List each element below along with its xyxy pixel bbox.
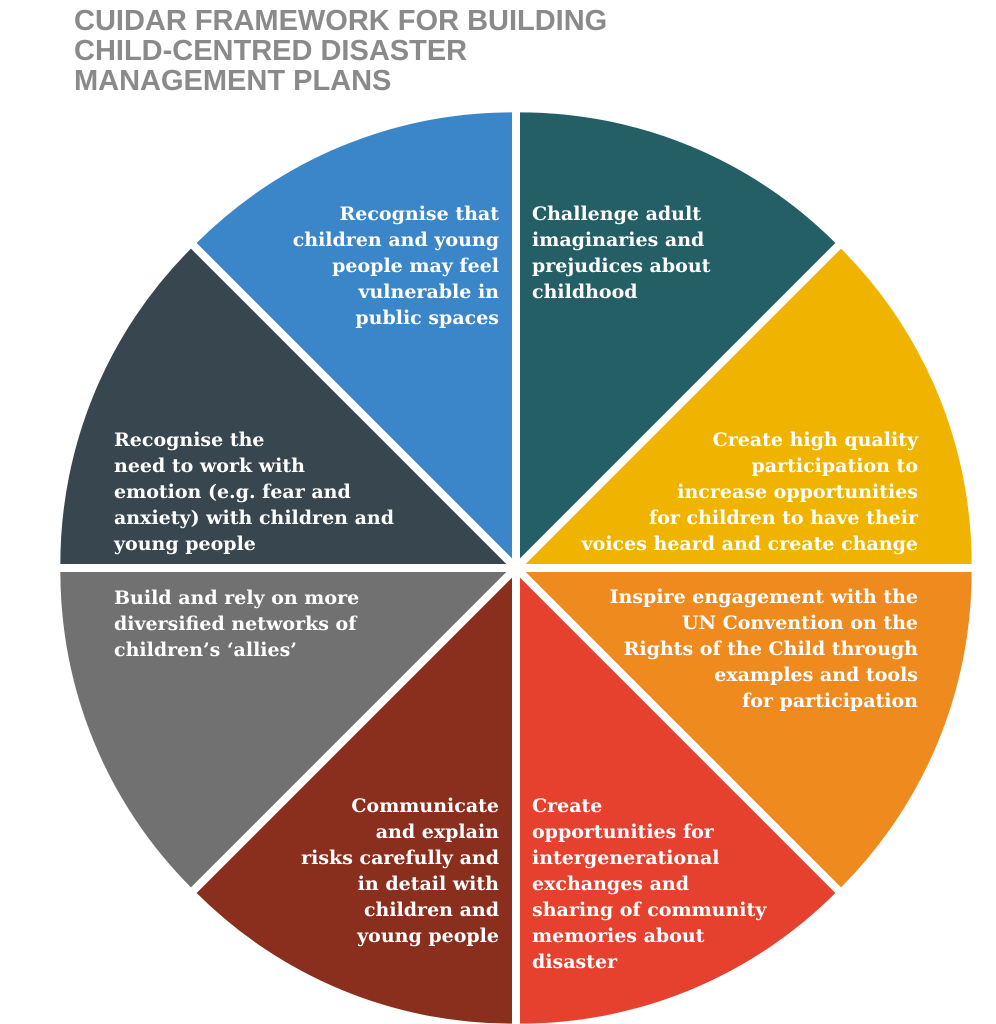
wheel-slice-create-high-quality-participation bbox=[525, 248, 972, 564]
wheel-label-line: Recognise that bbox=[339, 203, 499, 225]
wheel-label-line: Inspire engagement with the bbox=[610, 586, 918, 608]
wheel-label-line: vulnerable in bbox=[357, 281, 499, 303]
wheel-label-line: childhood bbox=[532, 281, 638, 303]
wheel-label-feel-vulnerable-in-public-spaces: Recognise that children and young people m… bbox=[293, 203, 500, 329]
wheel-label-line: sharing of community bbox=[532, 899, 767, 921]
wheel-label-inspire-engagement-uncrc: Inspire engagement with the UN Convention… bbox=[610, 586, 919, 712]
wheel-label-line: people may feel bbox=[332, 255, 499, 277]
wheel-slices bbox=[60, 112, 972, 1024]
page-title: CUIDAR FRAMEWORK FOR BUILDING CHILD-CENT… bbox=[74, 6, 607, 96]
wheel-slice-inspire-engagement-uncrc bbox=[525, 572, 972, 888]
wheel-label-build-networks-of-allies: Build and rely on more diversified networ… bbox=[114, 587, 359, 661]
wheel-label-line: examples and tools bbox=[714, 664, 918, 686]
wheel-label-line: for participation bbox=[742, 690, 918, 712]
wheel-label-line: and explain bbox=[376, 821, 499, 843]
wheel-label-line: Rights of the Child through bbox=[624, 638, 919, 660]
wheel-label-challenge-adult-imaginaries: Challenge adult imaginaries and prejudices… bbox=[532, 203, 711, 303]
wheel-label-line: Recognise the bbox=[114, 429, 265, 451]
wheel-label-line: memories about bbox=[532, 925, 705, 947]
wheel-label-line: participation to bbox=[751, 455, 918, 477]
wheel-label-line: Communicate bbox=[351, 795, 499, 817]
wheel-label-line: emotion (e.g. fear and bbox=[114, 481, 351, 503]
wheel-label-line: increase opportunities bbox=[677, 481, 918, 503]
wheel-label-line: anxiety) with children and bbox=[114, 507, 394, 529]
wheel-label-line: Create high quality bbox=[713, 429, 919, 451]
wheel-label-line: diversified networks of bbox=[114, 613, 358, 635]
wheel-label-line: intergenerational bbox=[532, 847, 720, 869]
title-line-1: CUIDAR FRAMEWORK FOR BUILDING bbox=[74, 5, 608, 37]
wheel-label-line: public spaces bbox=[355, 307, 499, 329]
wheel-label-create-high-quality-participation: Create high quality participation to incre… bbox=[581, 429, 919, 555]
wheel-label-line: exchanges and bbox=[532, 873, 689, 895]
wheel-label-line: risks carefully and bbox=[301, 847, 499, 869]
wheel-label-line: for children to have their bbox=[649, 507, 919, 529]
wheel-label-communicate-and-explain-risks: Communicate and explain risks carefully an… bbox=[301, 795, 499, 947]
wheel-slice-challenge-adult-imaginaries bbox=[520, 112, 836, 559]
title-line-2: CHILD-CENTRED DISASTER bbox=[74, 35, 468, 67]
wheel-label-line: Challenge adult bbox=[532, 203, 701, 225]
title-line-3: MANAGEMENT PLANS bbox=[74, 65, 392, 97]
wheel-label-line: disaster bbox=[532, 951, 618, 973]
wheel-label-line: imaginaries and bbox=[532, 229, 704, 251]
wheel-labels: Challenge adult imaginaries and prejudices… bbox=[113, 203, 919, 973]
wheel-label-line: voices heard and create change bbox=[581, 533, 918, 555]
wheel-label-create-intergenerational-opportunities: Create opportunities for intergenerational… bbox=[532, 795, 767, 973]
wheel-label-line: children and young bbox=[293, 229, 499, 251]
wheel-label-line: opportunities for bbox=[532, 821, 715, 843]
wheel-label-line: children and bbox=[364, 899, 499, 921]
wheel-label-line: Build and rely on more bbox=[114, 587, 359, 609]
wheel-label-line: young people bbox=[113, 533, 256, 555]
wheel-label-work-with-emotion: Recognise the need to work with emotion (e… bbox=[113, 429, 394, 555]
wheel-hub bbox=[506, 558, 526, 578]
wheel-label-line: prejudices about bbox=[532, 255, 711, 277]
wheel-label-line: young people bbox=[356, 925, 499, 947]
wheel-slice-create-intergenerational-opportunities bbox=[520, 577, 836, 1024]
wheel-slice-feel-vulnerable-in-public-spaces bbox=[196, 112, 512, 559]
wheel-slice-build-networks-of-allies bbox=[60, 572, 507, 888]
wheel-label-line: Create bbox=[532, 795, 602, 817]
wheel-slice-communicate-and-explain-risks bbox=[196, 577, 512, 1024]
wheel-label-line: UN Convention on the bbox=[682, 612, 918, 634]
wheel-label-line: in detail with bbox=[358, 873, 500, 895]
wheel-slice-work-with-emotion bbox=[60, 248, 507, 564]
wheel-label-line: children’s ‘allies’ bbox=[114, 639, 297, 661]
wheel-label-line: need to work with bbox=[114, 455, 305, 477]
